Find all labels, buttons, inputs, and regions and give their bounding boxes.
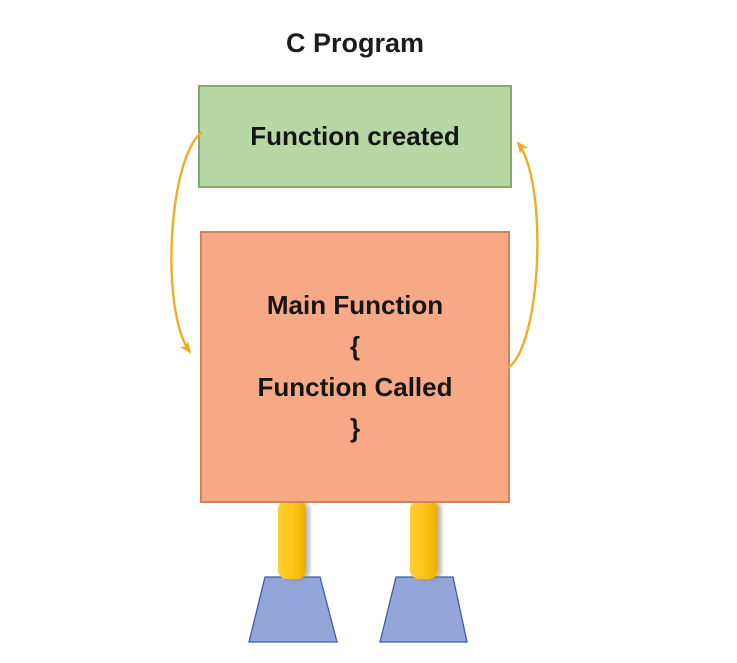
main-function-label: Main Function: [266, 290, 444, 320]
function-created-box: Function created: [198, 85, 512, 188]
close-brace-label: }: [349, 413, 361, 443]
diagram-title: C Program: [285, 28, 425, 58]
arrow-main-to-function-created: [507, 141, 539, 369]
function-called-label: Function Called: [257, 372, 453, 402]
left-foot-trapezoid: [248, 576, 338, 643]
right-foot-trapezoid: [379, 576, 468, 643]
main-function-box: Main Function { Function Called }: [200, 231, 510, 503]
right-leg-shape: [410, 500, 438, 579]
open-brace-label: {: [349, 331, 361, 361]
function-created-label: Function created: [250, 121, 460, 151]
left-leg-shape: [278, 500, 306, 579]
